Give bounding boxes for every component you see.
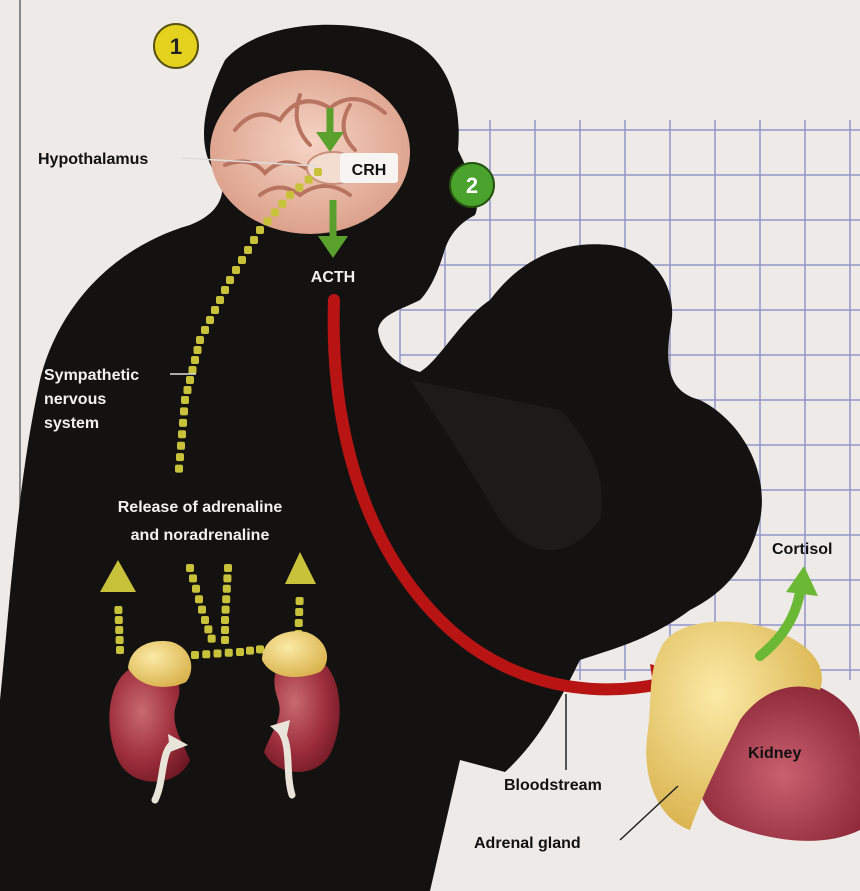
- crh-label: CRH: [352, 162, 387, 179]
- sympathetic-label-line-3: system: [44, 415, 99, 432]
- sympathetic-label-line-2: nervous: [44, 391, 106, 408]
- sympathetic-label-line-1: Sympathetic: [44, 367, 139, 384]
- hypothalamus-label: Hypothalamus: [38, 151, 148, 168]
- step-1-badge: 1: [154, 24, 198, 68]
- step-2-badge: 2: [450, 163, 494, 207]
- adrenal-gland-label: Adrenal gland: [474, 835, 581, 852]
- acth-label: ACTH: [311, 269, 355, 286]
- release-label-line-2: and noradrenaline: [131, 527, 270, 544]
- kidney-label: Kidney: [748, 745, 801, 762]
- bloodstream-label: Bloodstream: [504, 777, 602, 794]
- brain: [210, 70, 410, 234]
- step-2-number: 2: [466, 173, 478, 198]
- cortisol-label: Cortisol: [772, 541, 832, 558]
- step-1-number: 1: [170, 34, 182, 59]
- release-label-line-1: Release of adrenaline: [118, 499, 283, 516]
